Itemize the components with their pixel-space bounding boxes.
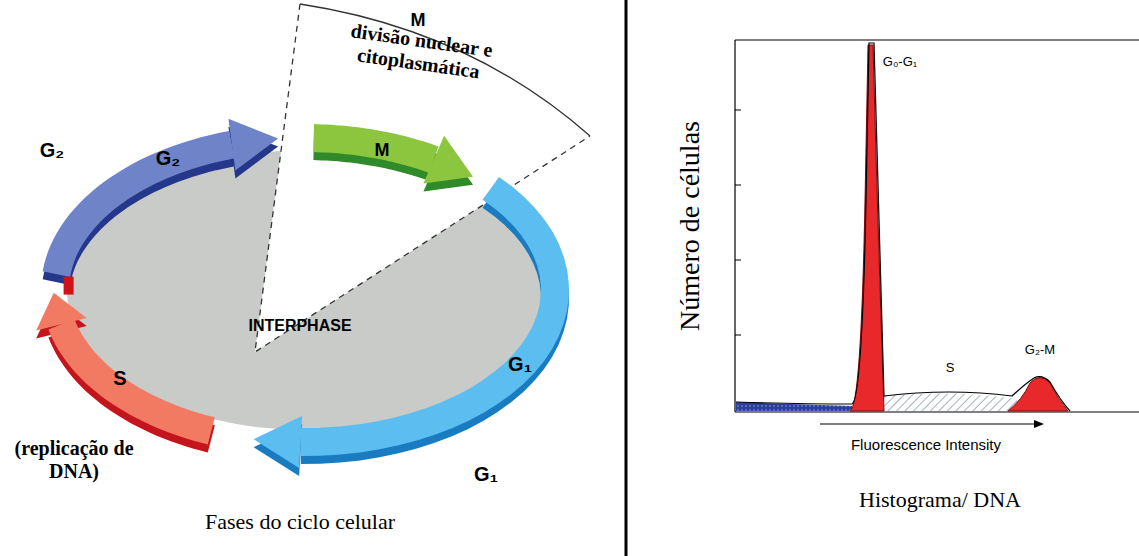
g2-arrow: [56, 119, 278, 282]
peak-label: G₀-G₁: [883, 55, 917, 70]
g2-arrow-node: G₂: [156, 147, 180, 170]
axis-title: Número de células: [674, 121, 706, 331]
phase-label: G₁: [474, 463, 498, 486]
m-arrow: [314, 136, 473, 192]
divider: [625, 0, 628, 556]
phase-label: G₂: [40, 139, 64, 162]
node-text: INTERPHASE: [248, 317, 351, 335]
interphase-ellipse: INTERPHASE: [248, 317, 351, 335]
axis-title: Fluorescence Intensity: [851, 436, 1001, 453]
node-text: G₂: [156, 147, 180, 170]
s-arrow-node: S: [113, 367, 126, 390]
g1-arrow-node: G₁: [508, 353, 532, 376]
panel-caption: Histograma/ DNA: [859, 487, 1021, 512]
node-text: S: [113, 367, 126, 390]
node-text: M: [375, 140, 390, 161]
wedge-dashes: [255, 4, 590, 352]
node-text: G₁: [508, 353, 532, 376]
s-arrow: [36, 293, 211, 439]
wedge-arc: [300, 4, 590, 136]
s-mark: [64, 277, 74, 295]
histogram: [735, 40, 1139, 428]
phase-description: (replicação de DNA): [4, 437, 144, 483]
m-arrow-node: M: [375, 140, 390, 161]
phase-label: S: [946, 361, 955, 376]
peak-label: G₂-M: [1025, 343, 1055, 358]
mitosis-wedge: [255, 4, 590, 352]
panel-caption: Fases do ciclo celular: [205, 509, 395, 534]
